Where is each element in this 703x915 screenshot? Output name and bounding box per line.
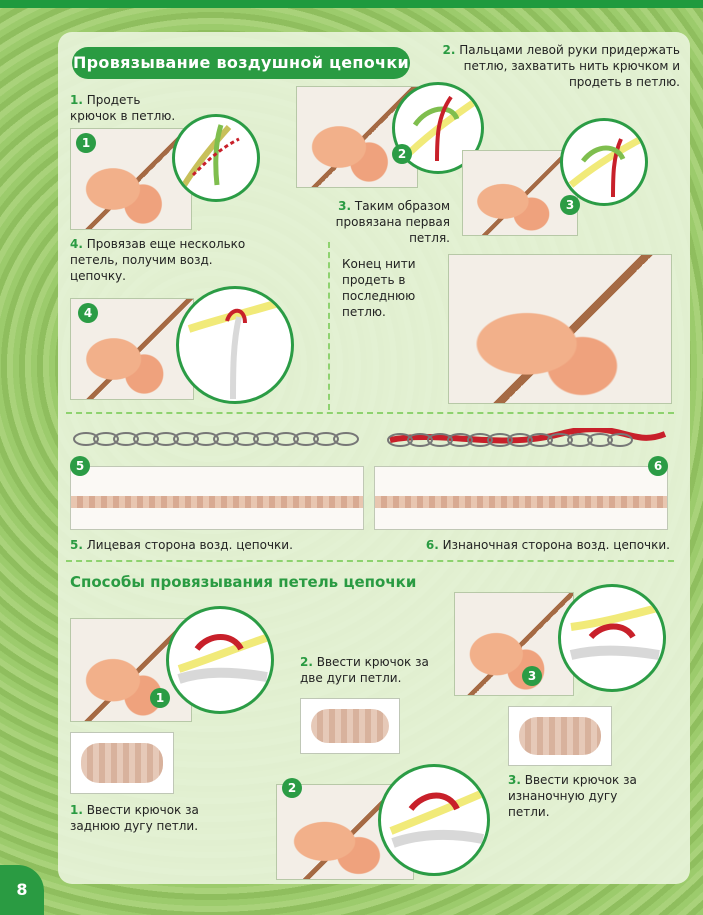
step-3-text: 3. Таким образом провязана первая петля. [335, 199, 450, 245]
method-3-text: 3. Ввести крючок за изнаночную дугу петл… [508, 773, 637, 819]
method-3-swatch [508, 706, 612, 766]
step-badge-4: 4 [78, 303, 98, 323]
step-badge-1: 1 [76, 133, 96, 153]
step-5-text: 5. Лицевая сторона возд. цепочки. [70, 538, 293, 552]
method-1-swatch [70, 732, 174, 794]
method-badge-3: 3 [522, 666, 542, 686]
step-badge-3: 3 [560, 195, 580, 215]
step-1-zoom [172, 114, 260, 202]
method-1-text: 1. Ввести крючок за заднюю дугу петли. [70, 803, 199, 833]
method-1-zoom [166, 606, 274, 714]
step-4-text: 4. Провязав еще несколько петель, получи… [70, 237, 246, 283]
divider-horizontal-2 [66, 560, 674, 562]
section-title: Провязывание воздушной цепочки [72, 47, 410, 79]
step-badge-5: 5 [70, 456, 90, 476]
chain-diagram-back [387, 428, 667, 447]
step-1-text: 1. Продеть крючок в петлю. [70, 93, 176, 123]
method-badge-2: 2 [282, 778, 302, 798]
method-3-zoom [558, 584, 666, 692]
step-2-text: 2. Пальцами левой руки придержать петлю,… [442, 43, 680, 89]
divider-vertical [328, 242, 330, 410]
step-4-zoom [176, 286, 294, 404]
method-2-zoom [378, 764, 490, 876]
page-number: 8 [0, 865, 44, 915]
end-note-text: Конец нити продеть в последнюю петлю. [342, 257, 416, 319]
divider-horizontal-1 [66, 412, 674, 414]
step-badge-6: 6 [648, 456, 668, 476]
end-note-photo [448, 254, 672, 404]
chain-diagram-front [73, 432, 359, 446]
method-3-photo [454, 592, 574, 696]
method-badge-1: 1 [150, 688, 170, 708]
top-band [0, 0, 703, 8]
chain-back-photo [374, 466, 668, 530]
step-3-photo [462, 150, 578, 236]
chain-front-photo [70, 466, 364, 530]
step-3-zoom [560, 118, 648, 206]
step-6-text: 6. Изнаночная сторона возд. цепочки. [425, 538, 670, 552]
section-2-title: Способы провязывания петель цепочки [70, 573, 417, 591]
method-2-text: 2. Ввести крючок за две дуги петли. [300, 655, 429, 685]
step-badge-2: 2 [392, 144, 412, 164]
method-2-swatch [300, 698, 400, 754]
